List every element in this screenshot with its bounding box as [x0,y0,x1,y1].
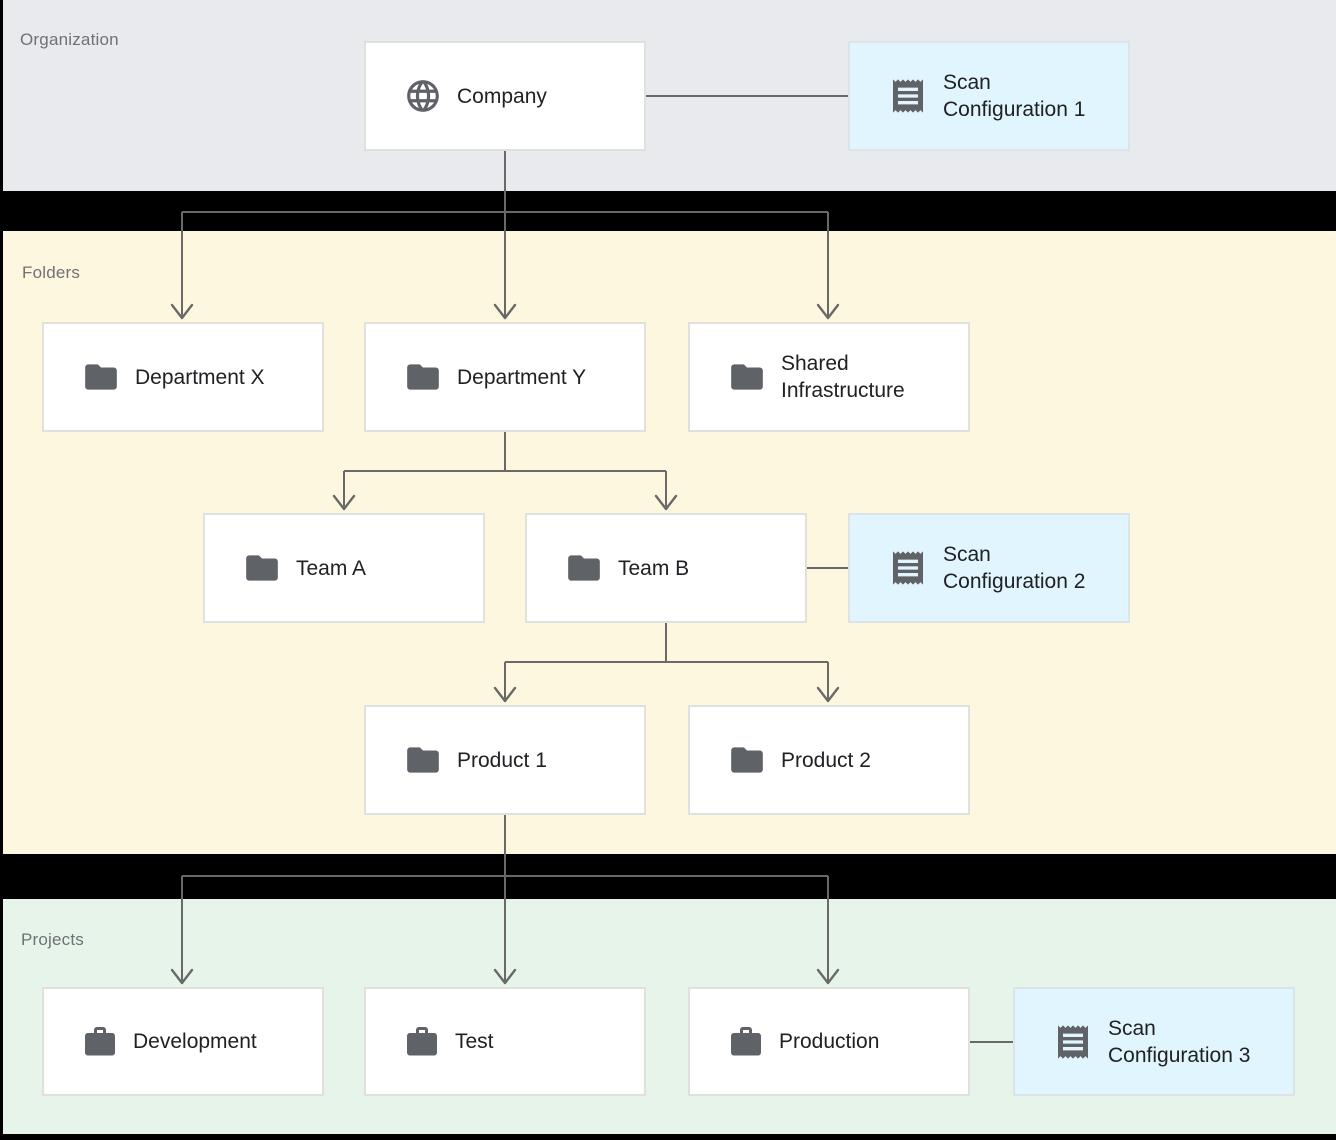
briefcase-icon [404,1024,440,1060]
node-label: Scan Configuration 2 [943,543,1086,593]
folder-icon [82,358,120,396]
organization-section-label: Organization [20,30,119,49]
node-company: Company [364,41,646,151]
node-scan-configuration-2: Scan Configuration 2 [848,513,1130,623]
node-team-a: Team A [203,513,485,623]
node-department-y: Department Y [364,322,646,432]
node-label: Test [455,1030,494,1053]
node-development: Development [42,987,324,1096]
folder-icon [728,741,766,779]
node-label: Product 2 [781,748,871,772]
receipt-icon [888,76,928,116]
node-label: Scan Configuration 1 [943,71,1086,121]
tree-edges [181,151,829,983]
node-department-x: Department X [42,322,324,432]
node-label: Team B [618,556,690,580]
node-label: Department X [135,365,265,389]
node-label: Development [133,1030,257,1053]
node-label: Production [779,1030,880,1053]
node-label: Company [457,84,547,108]
briefcase-icon [82,1024,118,1060]
node-shared-infrastructure: Shared Infrastructure [688,322,970,432]
briefcase-icon [728,1024,764,1060]
node-team-b: Team B [525,513,807,623]
folders-section-label: Folders [22,263,81,282]
node-label: Department Y [457,365,587,389]
node-label: Shared Infrastructure [781,352,905,402]
folder-icon [728,358,766,396]
folder-icon [404,741,442,779]
receipt-icon [1053,1022,1093,1062]
node-scan-configuration-1: Scan Configuration 1 [848,41,1130,151]
node-product-1: Product 1 [364,705,646,815]
node-scan-configuration-3: Scan Configuration 3 [1013,987,1295,1096]
node-label: Team A [296,556,367,580]
folder-icon [243,549,281,587]
node-product-2: Product 2 [688,705,970,815]
scan-config-links [646,95,1013,1043]
folder-icon [404,358,442,396]
globe-icon [404,77,442,115]
receipt-icon [888,548,928,588]
node-test: Test [364,987,646,1096]
node-label: Product 1 [457,748,547,772]
arrowheads [170,303,840,985]
node-production: Production [688,987,970,1096]
projects-section-label: Projects [21,930,85,949]
folder-icon [565,549,603,587]
node-label: Scan Configuration 3 [1108,1016,1251,1067]
